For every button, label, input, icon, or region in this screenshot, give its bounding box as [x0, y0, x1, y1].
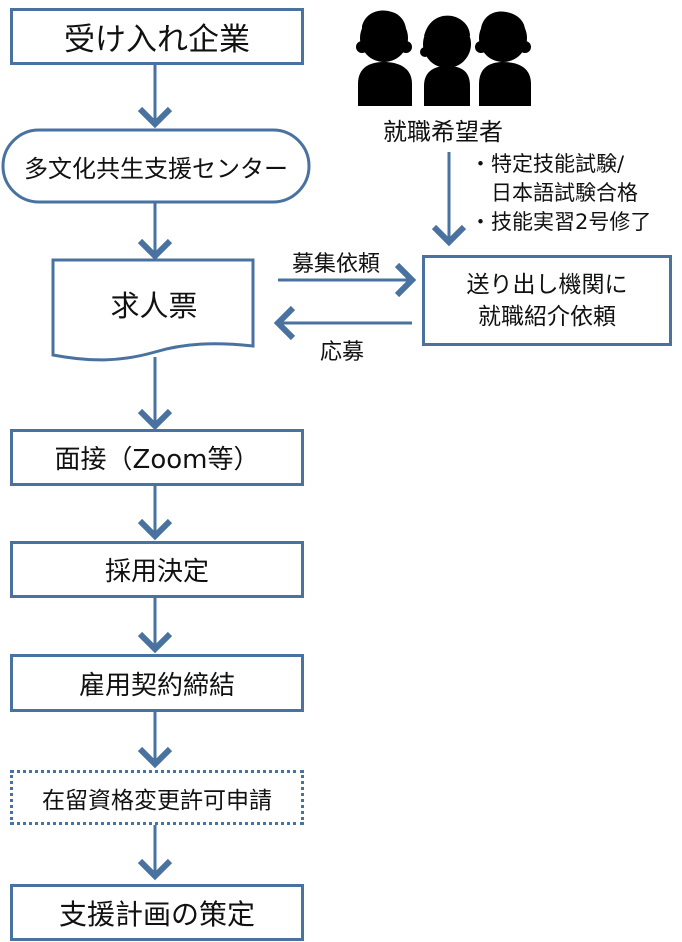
center-label: 多文化共生支援センター [24, 154, 288, 183]
company-label: 受け入れ企業 [64, 22, 250, 58]
interview-label: 面接（Zoom等） [54, 445, 260, 475]
employment-contract-label: 雇用契約締結 [78, 670, 235, 701]
condition-item: ・技能実習2号修了 [470, 210, 652, 234]
application-label: 応募 [320, 340, 365, 365]
hiring-decision-box: 採用決定 [10, 541, 304, 598]
person-silhouette-icon [475, 11, 531, 106]
company-box: 受け入れ企業 [10, 8, 304, 65]
visa-application-box: 在留資格変更許可申請 [10, 770, 304, 825]
visa-application-label: 在留資格変更許可申請 [42, 787, 272, 814]
applicants-label: 就職希望者 [383, 118, 503, 146]
person-silhouette-icon [356, 10, 412, 106]
recruit-request-label: 募集依頼 [292, 252, 381, 277]
person-silhouette-icon [420, 15, 471, 106]
job-offer-label: 求人票 [110, 289, 198, 323]
hiring-decision-label: 採用決定 [104, 557, 209, 587]
condition-item: 日本語試験合格 [470, 181, 638, 205]
sending-agency-line1: 送り出し機関に [466, 271, 628, 298]
condition-item: ・特定技能試験/ [470, 152, 625, 176]
applicant-conditions: ・特定技能試験/ 日本語試験合格 ・技能実習2号修了 [470, 150, 651, 237]
employment-contract-box: 雇用契約締結 [10, 654, 304, 712]
job-offer-document: 求人票 [52, 272, 256, 336]
people-silhouette-icon [356, 10, 531, 106]
sending-agency-box: 送り出し機関に 就職紹介依頼 [422, 255, 672, 346]
center-terminal: 多文化共生支援センター [2, 130, 310, 202]
interview-box: 面接（Zoom等） [10, 429, 304, 486]
center-terminal-shape [1, 128, 311, 204]
support-plan-box: 支援計画の策定 [10, 884, 304, 941]
job-offer-document-shape [51, 258, 255, 362]
support-plan-label: 支援計画の策定 [58, 897, 255, 931]
sending-agency-line2: 就職紹介依頼 [478, 303, 616, 330]
